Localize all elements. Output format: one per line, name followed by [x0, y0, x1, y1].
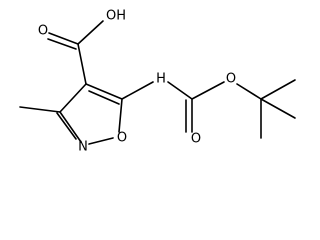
- bond-c5-nh: [121, 81, 154, 100]
- atom-amide-hydrogen: H: [156, 72, 166, 87]
- atom-ring-nitrogen: N: [78, 140, 88, 155]
- bond-c5-o1: [118, 98, 123, 133]
- atom-hydroxyl: OH: [106, 9, 126, 24]
- bond-nh-carbamate-c: [167, 81, 193, 100]
- bond-c4-c5: [85, 83, 123, 100]
- bond-tbu-methyl-1: [260, 79, 296, 100]
- bond-carbamate-c-ester-o: [191, 81, 225, 100]
- bond-carboxyl-c-oh: [77, 20, 104, 45]
- atom-ester-oxygen: O: [226, 72, 236, 87]
- atom-ring-oxygen: O: [117, 131, 127, 146]
- bond-c4-c5-double: [88, 90, 120, 105]
- bond-c3-c4: [59, 83, 87, 113]
- bond-c3-methyl: [19, 106, 61, 113]
- molecule-structure: O OH H O O N O: [19, 9, 296, 155]
- bond-tbu-methyl-2: [260, 98, 296, 119]
- bond-n2-c3-double: [56, 112, 77, 140]
- bond-carboxyl-c-o-double-2: [47, 38, 77, 50]
- bond-carboxyl-c-o-double: [48, 32, 79, 45]
- bond-ester-o-tbu-c: [236, 83, 262, 100]
- atom-carbamate-oxygen: O: [191, 132, 201, 147]
- atom-carbonyl-oxygen: O: [38, 24, 48, 39]
- bond-c4-carboxyl-c: [77, 43, 87, 85]
- bond-n2-c3: [59, 111, 82, 143]
- bond-o1-n2: [88, 137, 114, 145]
